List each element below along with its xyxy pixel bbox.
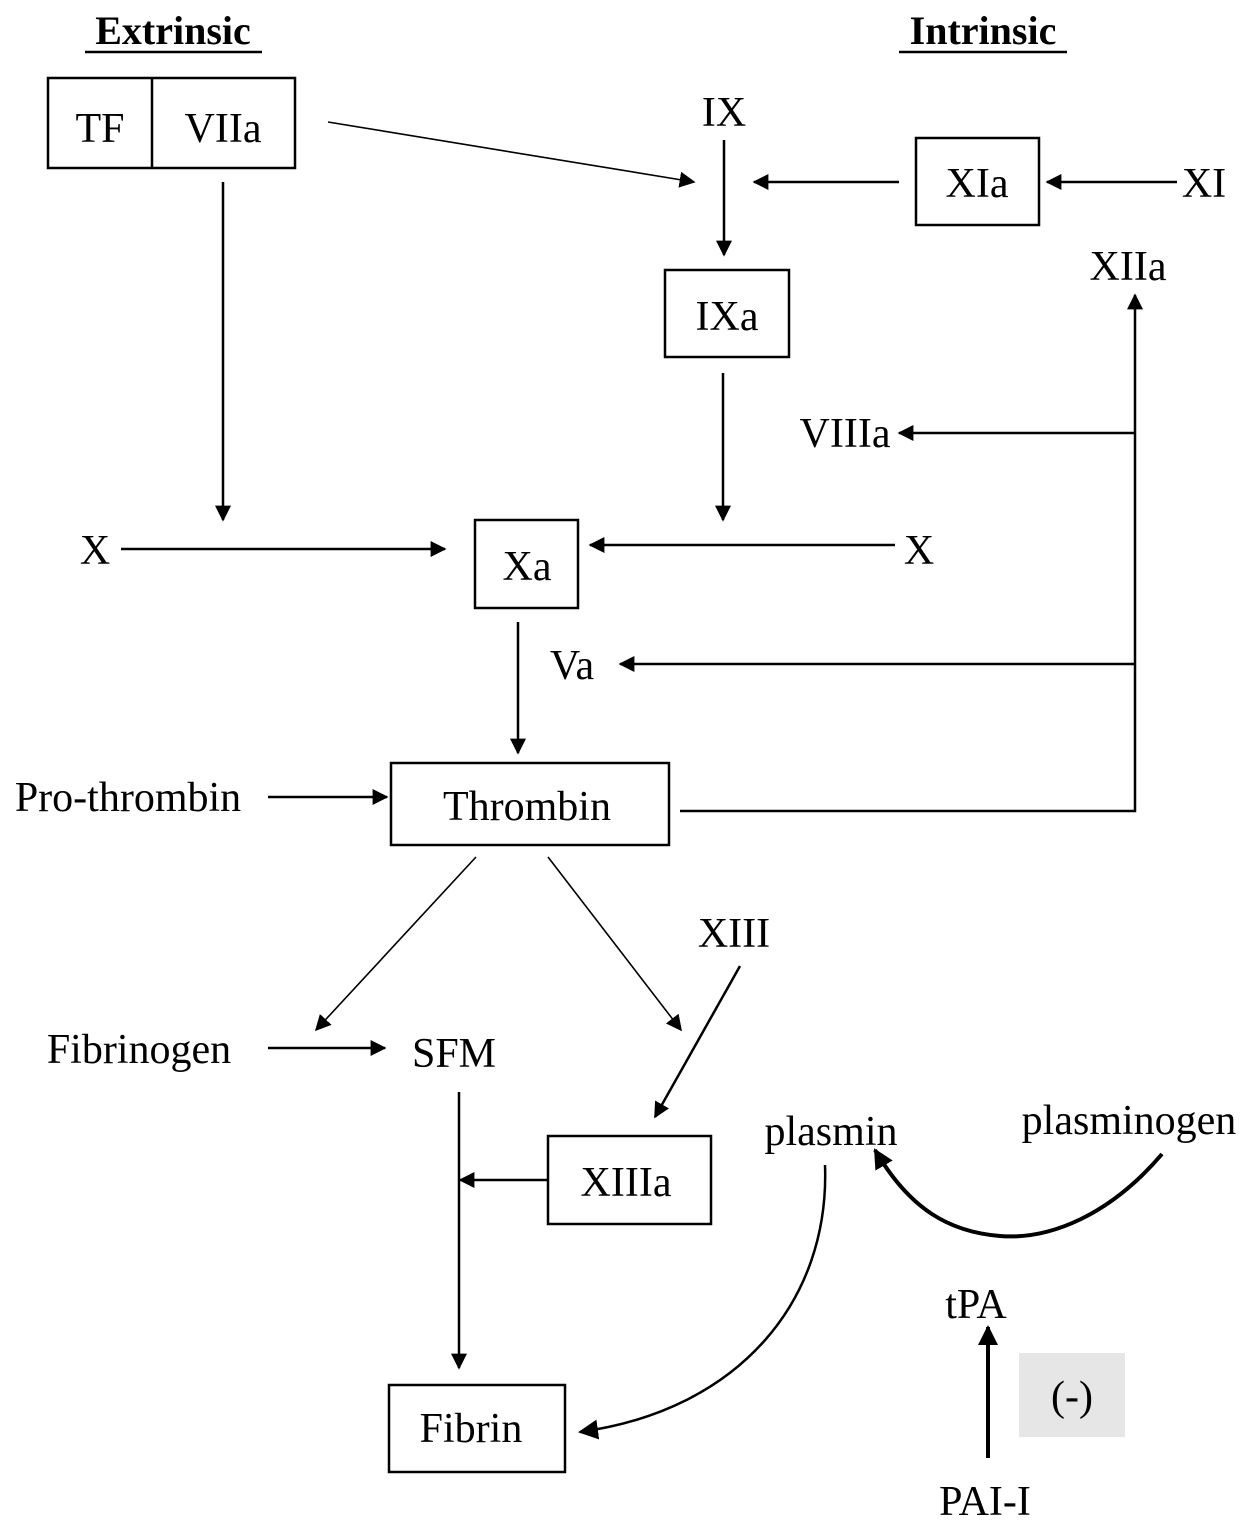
node-sfm: SFM — [412, 1031, 496, 1077]
node-viia: VIIa — [185, 106, 262, 152]
arrow-xiii-to-xiiia — [653, 965, 742, 1119]
xa-box — [473, 518, 580, 610]
node-xiii: XIII — [698, 911, 770, 957]
node-x-right: X — [904, 528, 934, 574]
node-plasminogen: plasminogen — [1022, 1098, 1237, 1144]
ixa-box — [663, 268, 791, 359]
arrow-viia-to-ix — [327, 121, 696, 188]
node-thrombin: Thrombin — [443, 784, 611, 830]
node-inhibit: (-) — [1051, 1374, 1093, 1420]
node-xa: Xa — [503, 544, 552, 590]
node-plasmin: plasmin — [765, 1109, 898, 1155]
node-xiiia: XIIIa — [581, 1160, 672, 1206]
header-intrinsic: Intrinsic — [910, 8, 1057, 53]
arrow-thrombin-to-sfm — [314, 856, 477, 1032]
node-fibrinogen: Fibrinogen — [47, 1027, 231, 1073]
xiiia-box — [546, 1134, 713, 1226]
arrow-thrombin-feedback-to-xiia — [680, 293, 1143, 813]
node-pai: PAI-I — [939, 1479, 1031, 1525]
arrow-plasmin-to-fibrin — [578, 1164, 827, 1440]
node-tpa: tPA — [945, 1282, 1007, 1328]
node-xiia: XIIa — [1090, 244, 1167, 290]
arrow-thrombin-to-xiiia — [547, 856, 682, 1032]
node-ixa: IXa — [696, 294, 759, 340]
node-va: Va — [550, 643, 595, 689]
node-x-left: X — [80, 528, 110, 574]
node-fibrin: Fibrin — [420, 1406, 523, 1452]
xia-box — [914, 136, 1041, 227]
arrow-plasminogen-to-plasmin — [873, 1148, 1164, 1239]
node-prothrombin: Pro-thrombin — [15, 775, 241, 821]
inhibition-box — [1019, 1353, 1125, 1437]
node-tf: TF — [75, 106, 124, 152]
tf-viia-box — [46, 76, 297, 170]
node-ix: IX — [702, 90, 746, 136]
node-xi: XI — [1182, 161, 1226, 207]
node-xia: XIa — [946, 161, 1009, 207]
thrombin-box — [389, 761, 671, 847]
node-viiia: VIIIa — [800, 411, 891, 457]
header-extrinsic: Extrinsic — [95, 8, 251, 53]
fibrin-box — [387, 1383, 567, 1474]
